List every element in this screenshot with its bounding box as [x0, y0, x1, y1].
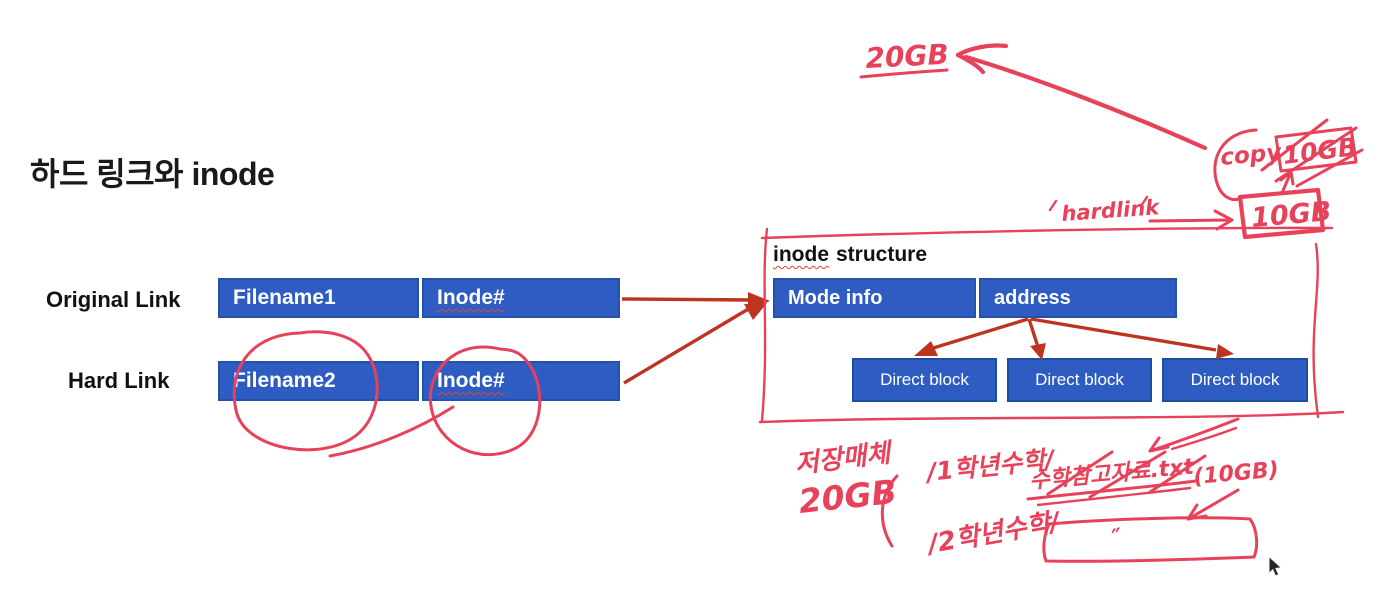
- hand-box-right: [1312, 242, 1320, 419]
- storage-annotation: 저장매체 20GB /1학년수학/ 수학참고자료.txt (10GB) /2학년…: [793, 417, 1280, 563]
- filename2-circle-tail: [328, 405, 455, 458]
- fan-arrowhead-3: [1216, 344, 1234, 359]
- storage-label-text: 저장매체: [793, 438, 896, 480]
- address-cell: address: [979, 278, 1177, 318]
- mode-info-cell: Mode info: [773, 278, 976, 318]
- original-link-filename-cell: Filename1: [218, 278, 419, 318]
- direct-block-3: Direct block: [1162, 358, 1308, 402]
- fan-arrow-1: [929, 317, 1029, 351]
- filename2-text: Filename2: [233, 369, 336, 392]
- total-size-underline: [859, 68, 949, 79]
- path2-text: /2학년수학/: [923, 507, 1064, 561]
- arrow-to-total-head-2: [955, 52, 986, 75]
- ditto-box: [1042, 516, 1259, 563]
- total-size-text: 20GB: [865, 38, 950, 75]
- copy-strike-3: [1295, 148, 1364, 188]
- direct-block-2: Direct block: [1007, 358, 1152, 402]
- hand-box-left: [760, 227, 769, 423]
- hard-link-arrowhead: [744, 303, 767, 320]
- fan-arrow-3: [1030, 317, 1217, 352]
- direct-block-1-text: Direct block: [880, 370, 969, 389]
- hard-link-inode-cell: Inode#: [422, 361, 620, 401]
- hard-link-arrow: [623, 306, 751, 385]
- file1-text: 수학참고자료.txt: [1028, 455, 1196, 494]
- copy-size-box: [1274, 126, 1358, 173]
- address-fanout-arrows: [914, 317, 1234, 360]
- storage-paren: [880, 474, 899, 548]
- hardlink-annotation: hardlink 10GB: [1048, 187, 1333, 240]
- hand-box-bottom: [758, 410, 1345, 424]
- hardlink-size-text: 10GB: [1250, 196, 1333, 234]
- inode-word: inode: [773, 243, 829, 266]
- hard-link-label: Hard Link: [68, 368, 170, 393]
- inode-number-text: Inode#: [437, 369, 505, 392]
- copy-annotation: copy 10GB: [1213, 118, 1364, 201]
- structure-word: structure: [836, 243, 928, 266]
- original-link-label: Original Link: [46, 287, 181, 312]
- total-size-annotation: 20GB: [859, 38, 1208, 151]
- copy-strike-2: [1274, 126, 1358, 183]
- original-link-arrowhead: [748, 292, 770, 310]
- inode-number-text: Inode#: [437, 286, 505, 309]
- direct-block-2-text: Direct block: [1035, 370, 1124, 389]
- file1-pointer-arrow-2: [1170, 426, 1238, 451]
- fan-arrow-2: [1027, 318, 1040, 348]
- storage-size-text: 20GB: [797, 472, 899, 521]
- file1-size-text: (10GB): [1192, 458, 1279, 490]
- file1-strike-2: [1088, 450, 1167, 499]
- ditto-mark-text: ″: [1110, 524, 1125, 551]
- page-title: 하드 링크와 inode: [30, 156, 275, 192]
- inode-structure-title: inode structure: [773, 243, 927, 267]
- hard-link-filename-cell: Filename2: [218, 361, 419, 401]
- copy-strike-1: [1260, 118, 1329, 172]
- hardlink-label-text: hardlink: [1061, 195, 1162, 226]
- file1-underline-2: [1036, 486, 1192, 507]
- file1-underline-1: [1026, 479, 1198, 501]
- direct-block-1: Direct block: [852, 358, 997, 402]
- mouse-cursor[interactable]: [1268, 555, 1283, 577]
- path1-text: /1학년수학/: [923, 445, 1058, 488]
- copy-size-text: 10GB: [1281, 132, 1358, 170]
- ditto-pointer-arrow: [1186, 488, 1240, 521]
- hand-box-top: [760, 226, 1334, 240]
- direct-block-3-text: Direct block: [1190, 370, 1280, 389]
- arrow-to-total-head-1: [955, 43, 1009, 58]
- original-link-inode-cell: Inode#: [422, 278, 620, 318]
- hardlink-arrow: [1148, 209, 1234, 231]
- filename1-text: Filename1: [233, 286, 336, 309]
- original-link-arrow: [621, 297, 753, 302]
- hardlink-size-box: [1237, 187, 1326, 240]
- file1-pointer-arrow: [1148, 417, 1240, 453]
- address-text: address: [994, 286, 1071, 309]
- file1-strike-1: [1046, 450, 1114, 496]
- copy-up-arrow: [1279, 170, 1295, 195]
- fan-arrowhead-1: [914, 341, 938, 356]
- hardlink-quote-marks: [1048, 195, 1149, 212]
- copy-label-text: copy: [1219, 140, 1283, 171]
- file1-strike-3: [1148, 454, 1207, 494]
- mode-info-text: Mode info: [788, 286, 883, 309]
- arrow-to-total: [963, 54, 1208, 151]
- link-to-inode-arrows: [621, 292, 770, 385]
- copy-circle-arc: [1213, 128, 1258, 201]
